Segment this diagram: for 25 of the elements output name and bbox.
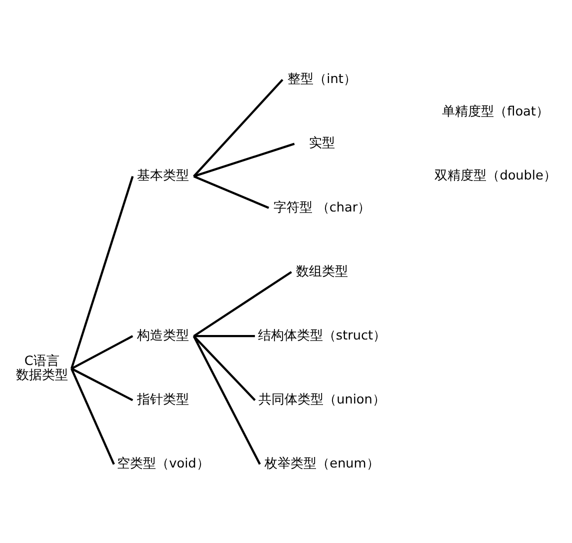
node-text: 基本类型 xyxy=(137,168,190,184)
label: 双精度型（double） xyxy=(434,168,556,184)
connector xyxy=(70,176,134,368)
node-text: C语言 数据类型 xyxy=(16,354,68,382)
node-text: 空类型（void） xyxy=(117,456,210,472)
node-text: 指针类型 xyxy=(137,392,190,408)
node-text: 结构体类型（struct） xyxy=(258,328,386,343)
node-text: 整型（int） xyxy=(288,72,356,87)
node-text: 实型 xyxy=(308,136,335,151)
label: 单精度型（float） xyxy=(442,104,549,120)
node-text: 构造类型 xyxy=(137,328,190,343)
connector xyxy=(70,368,115,464)
connector xyxy=(193,270,292,336)
connector xyxy=(193,174,270,208)
connector xyxy=(193,78,284,177)
node-text: 数组类型 xyxy=(296,264,348,279)
node-text: 字符型 （char） xyxy=(273,200,371,215)
connector xyxy=(71,367,134,401)
connector xyxy=(194,334,255,337)
connector xyxy=(193,334,256,400)
connector xyxy=(192,335,261,464)
connector xyxy=(71,334,134,370)
node-text: 枚举类型（enum） xyxy=(264,456,380,472)
node-text: 共同体类型（union） xyxy=(258,392,386,408)
connector xyxy=(193,142,295,177)
